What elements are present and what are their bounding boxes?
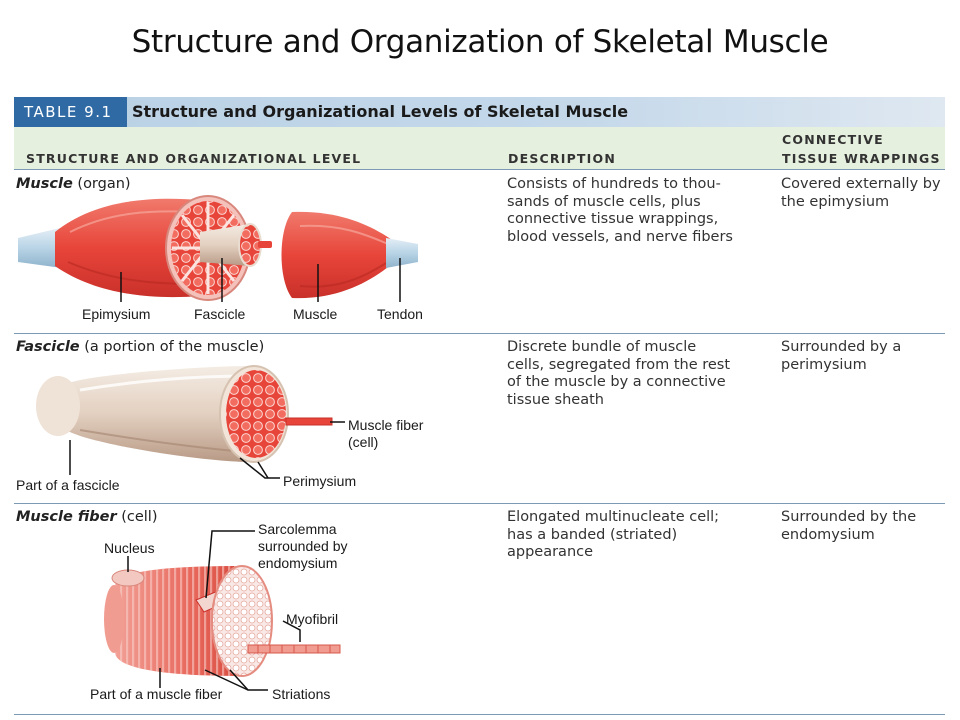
row-qualifier: (cell) bbox=[121, 509, 158, 525]
connective-muscle-fiber: Surrounded by the endomysium bbox=[781, 509, 946, 544]
label-part-of-muscle-fiber: Part of a muscle fiber bbox=[90, 686, 223, 702]
fiber-cross-section bbox=[211, 565, 273, 677]
connective-line: the epimysium bbox=[781, 193, 890, 210]
muscle-fiber-illustration: Nucleus Sarcolemma surrounded by endomys… bbox=[90, 521, 348, 702]
description-line: blood vessels, and nerve fibers bbox=[507, 228, 733, 245]
label-epimysium: Epimysium bbox=[82, 306, 150, 322]
description-fascicle: Discrete bundle of muscle cells, segrega… bbox=[507, 339, 762, 409]
row-divider bbox=[14, 503, 945, 504]
connective-line: Covered externally by bbox=[781, 176, 941, 192]
label-fascicle: Fascicle bbox=[194, 306, 246, 322]
label-sarcolemma: Sarcolemma bbox=[258, 521, 337, 537]
row-qualifier: (a portion of the muscle) bbox=[84, 339, 265, 355]
row-name: Muscle fiber bbox=[16, 509, 117, 525]
tendon-right bbox=[386, 238, 418, 268]
description-line: has a banded (striated) bbox=[507, 526, 678, 543]
table-bottom-rule bbox=[14, 714, 945, 715]
muscle-organ-illustration: Epimysium Fascicle Muscle Tendon bbox=[18, 195, 423, 322]
label-sarcolemma-line3: endomysium bbox=[258, 555, 337, 571]
muscle-fiber-strand bbox=[285, 417, 333, 426]
table-title: Structure and Organizational Levels of S… bbox=[132, 102, 629, 121]
row-qualifier: (organ) bbox=[77, 176, 131, 192]
connective-line: Surrounded by a bbox=[781, 339, 902, 355]
description-line: Elongated multinucleate cell; bbox=[507, 509, 720, 525]
fascicle-cross-section bbox=[226, 370, 286, 458]
connective-fascicle: Surrounded by a perimysium bbox=[781, 339, 946, 374]
description-line: of the muscle by a connective bbox=[507, 374, 726, 390]
row-name: Fascicle bbox=[16, 339, 80, 355]
description-line: Discrete bundle of muscle bbox=[507, 339, 697, 355]
header-connective-line1: CONNECTIVE bbox=[782, 132, 884, 147]
description-line: sands of muscle cells, plus bbox=[507, 193, 701, 210]
description-line: Consists of hundreds to thou- bbox=[507, 176, 721, 192]
label-part-of-fascicle: Part of a fascicle bbox=[16, 477, 120, 493]
table-label: TABLE 9.1 bbox=[14, 97, 127, 127]
label-muscle-fiber-cell: (cell) bbox=[348, 434, 378, 450]
description-line: appearance bbox=[507, 544, 594, 560]
header-structure: STRUCTURE AND ORGANIZATIONAL LEVEL bbox=[26, 151, 362, 166]
table-banner: TABLE 9.1 Structure and Organizational L… bbox=[14, 97, 945, 127]
label-sarcolemma-line2: surrounded by bbox=[258, 538, 348, 554]
row-divider bbox=[14, 333, 945, 334]
header-rule bbox=[14, 169, 945, 170]
description-muscle: Consists of hundreds to thou- sands of m… bbox=[507, 176, 762, 246]
row-title-muscle: Muscle (organ) bbox=[16, 176, 131, 192]
label-muscle: Muscle bbox=[293, 306, 338, 322]
connective-line: endomysium bbox=[781, 526, 875, 543]
muscle-belly-right bbox=[281, 211, 392, 299]
description-muscle-fiber: Elongated multinucleate cell; has a band… bbox=[507, 509, 762, 562]
connective-muscle: Covered externally by the epimysium bbox=[781, 176, 946, 211]
label-myofibril: Myofibril bbox=[286, 611, 338, 627]
label-striations: Striations bbox=[272, 686, 330, 702]
fascicle-illustration: Muscle fiber (cell) Part of a fascicle P… bbox=[16, 365, 424, 493]
label-muscle-fiber: Muscle fiber bbox=[348, 417, 424, 433]
row-title-fascicle: Fascicle (a portion of the muscle) bbox=[16, 339, 264, 355]
row-title-muscle-fiber: Muscle fiber (cell) bbox=[16, 509, 157, 525]
row-name: Muscle bbox=[16, 176, 73, 192]
label-tendon: Tendon bbox=[377, 306, 423, 322]
fascicle-body bbox=[60, 366, 250, 462]
label-nucleus: Nucleus bbox=[104, 540, 155, 556]
description-line: connective tissue wrappings, bbox=[507, 211, 719, 227]
connective-line: perimysium bbox=[781, 356, 867, 373]
description-line: cells, segregated from the rest bbox=[507, 356, 731, 373]
tendon-left bbox=[18, 228, 62, 268]
slide-title: Structure and Organization of Skeletal M… bbox=[131, 24, 829, 60]
header-connective-line2: TISSUE WRAPPINGS bbox=[782, 151, 941, 166]
description-line: tissue sheath bbox=[507, 391, 604, 408]
column-header-band bbox=[14, 127, 945, 169]
header-description: DESCRIPTION bbox=[508, 151, 616, 166]
connective-line: Surrounded by the bbox=[781, 509, 917, 525]
nucleus-shape bbox=[111, 569, 145, 587]
fascicle-pulled bbox=[200, 224, 250, 266]
label-perimysium: Perimysium bbox=[283, 473, 356, 489]
